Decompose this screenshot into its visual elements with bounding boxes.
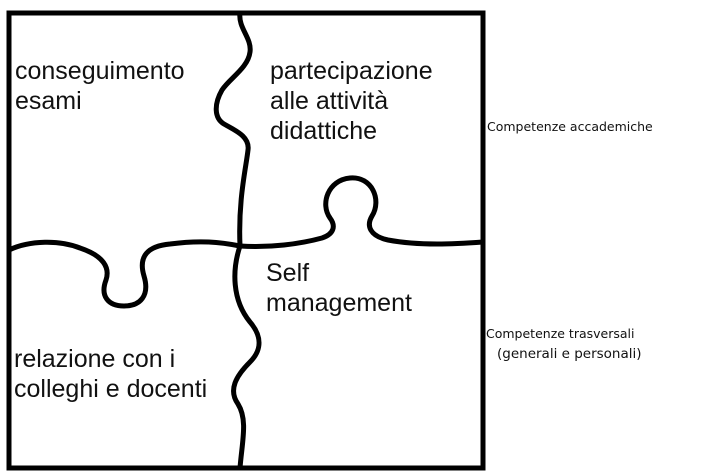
side-label-academic: Competenze accademiche	[487, 119, 653, 134]
seam-left-horizontal	[6, 239, 243, 309]
piece-label-participation: partecipazione alle attività didattiche	[270, 56, 433, 146]
piece-label-line: management	[266, 289, 412, 317]
piece-label-relations: relazione con i colleghi e docenti	[14, 344, 207, 404]
piece-label-line: relazione con i	[14, 345, 176, 373]
piece-label-exams: conseguimento esami	[15, 56, 185, 116]
side-label-transversal-line2: (generali e personali)	[497, 346, 642, 362]
side-label-transversal-line1: Competenze trasversali	[486, 326, 635, 341]
piece-label-self-management: Self management	[266, 258, 412, 318]
seam-upper-vertical	[213, 10, 253, 249]
seam-right-horizontal	[237, 175, 486, 250]
piece-label-line: colleghi e docenti	[14, 375, 208, 403]
seam-lower-vertical	[231, 243, 262, 471]
piece-label-line: alle attività	[270, 87, 389, 115]
piece-label-line: Self	[266, 259, 310, 287]
piece-label-line: esami	[15, 87, 82, 115]
piece-label-line: didattiche	[270, 117, 378, 145]
piece-label-line: conseguimento	[15, 57, 185, 85]
piece-label-line: partecipazione	[270, 57, 433, 85]
side-label-transversal: Competenze trasversali (generali e perso…	[486, 324, 642, 364]
